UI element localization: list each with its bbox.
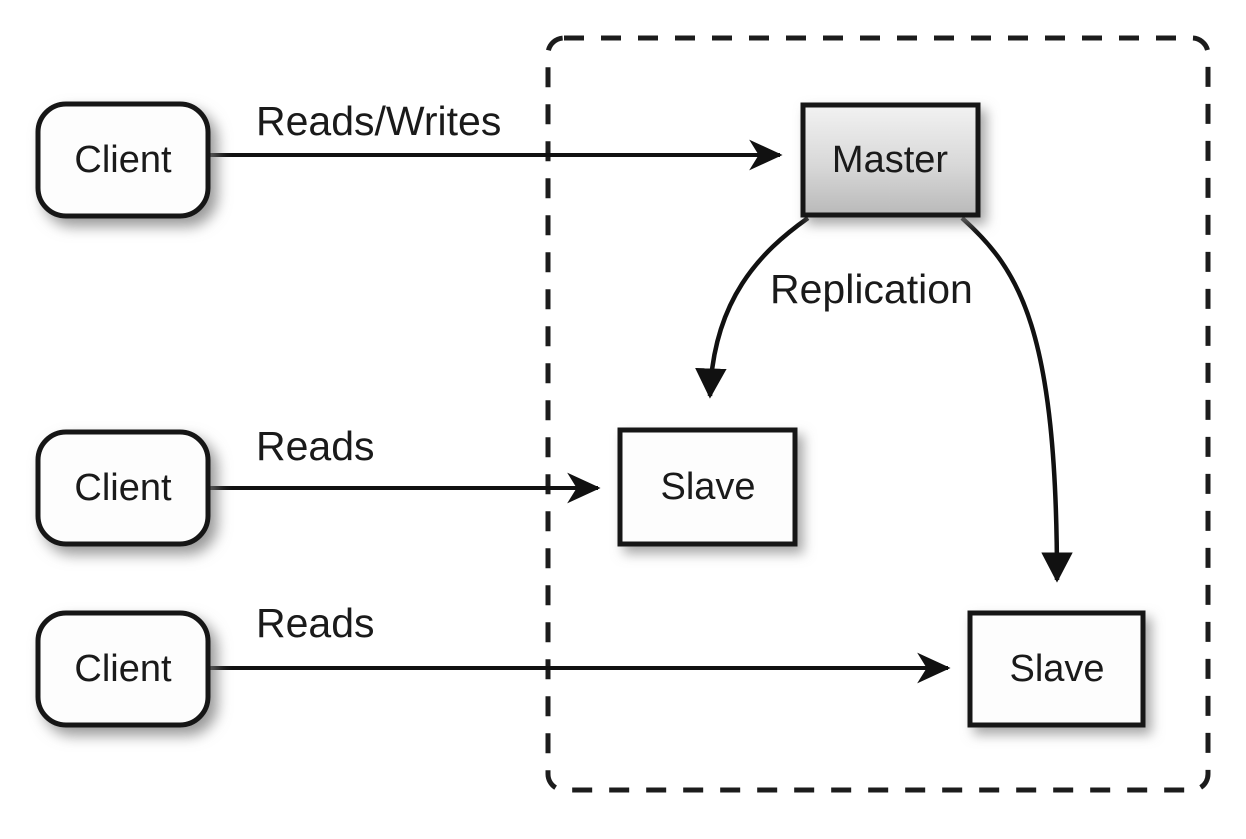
slave-1-label: Slave: [660, 466, 755, 508]
node-client-3[interactable]: Client: [35, 610, 211, 728]
edge-label-replication: Replication: [770, 266, 973, 312]
edge-master-slave2-curve: [960, 216, 1073, 583]
node-client-2[interactable]: Client: [35, 429, 211, 547]
database-cluster-boundary: [545, 35, 1211, 793]
node-slave-2[interactable]: Slave: [967, 610, 1146, 728]
edge-label-reads-bottom: Reads: [256, 600, 375, 646]
client-1-shape: [35, 101, 211, 219]
slave-2-shape: [967, 610, 1146, 728]
slave-1-shape: [617, 427, 798, 547]
client-2-shape: [35, 429, 211, 547]
edge-master-slave1-curve: [695, 216, 810, 399]
node-master[interactable]: Master: [800, 102, 981, 218]
node-slave-1[interactable]: Slave: [617, 427, 798, 547]
master-shape: [800, 102, 981, 218]
client-1-label: Client: [74, 139, 172, 181]
client-2-label: Client: [74, 467, 172, 509]
edge-label-reads-middle: Reads: [256, 423, 375, 469]
master-label: Master: [832, 139, 948, 181]
client-3-shape: [35, 610, 211, 728]
slave-2-label: Slave: [1009, 648, 1104, 690]
client-3-label: Client: [74, 648, 172, 690]
node-client-1[interactable]: Client: [35, 101, 211, 219]
edge-label-reads-writes: Reads/Writes: [256, 98, 501, 144]
